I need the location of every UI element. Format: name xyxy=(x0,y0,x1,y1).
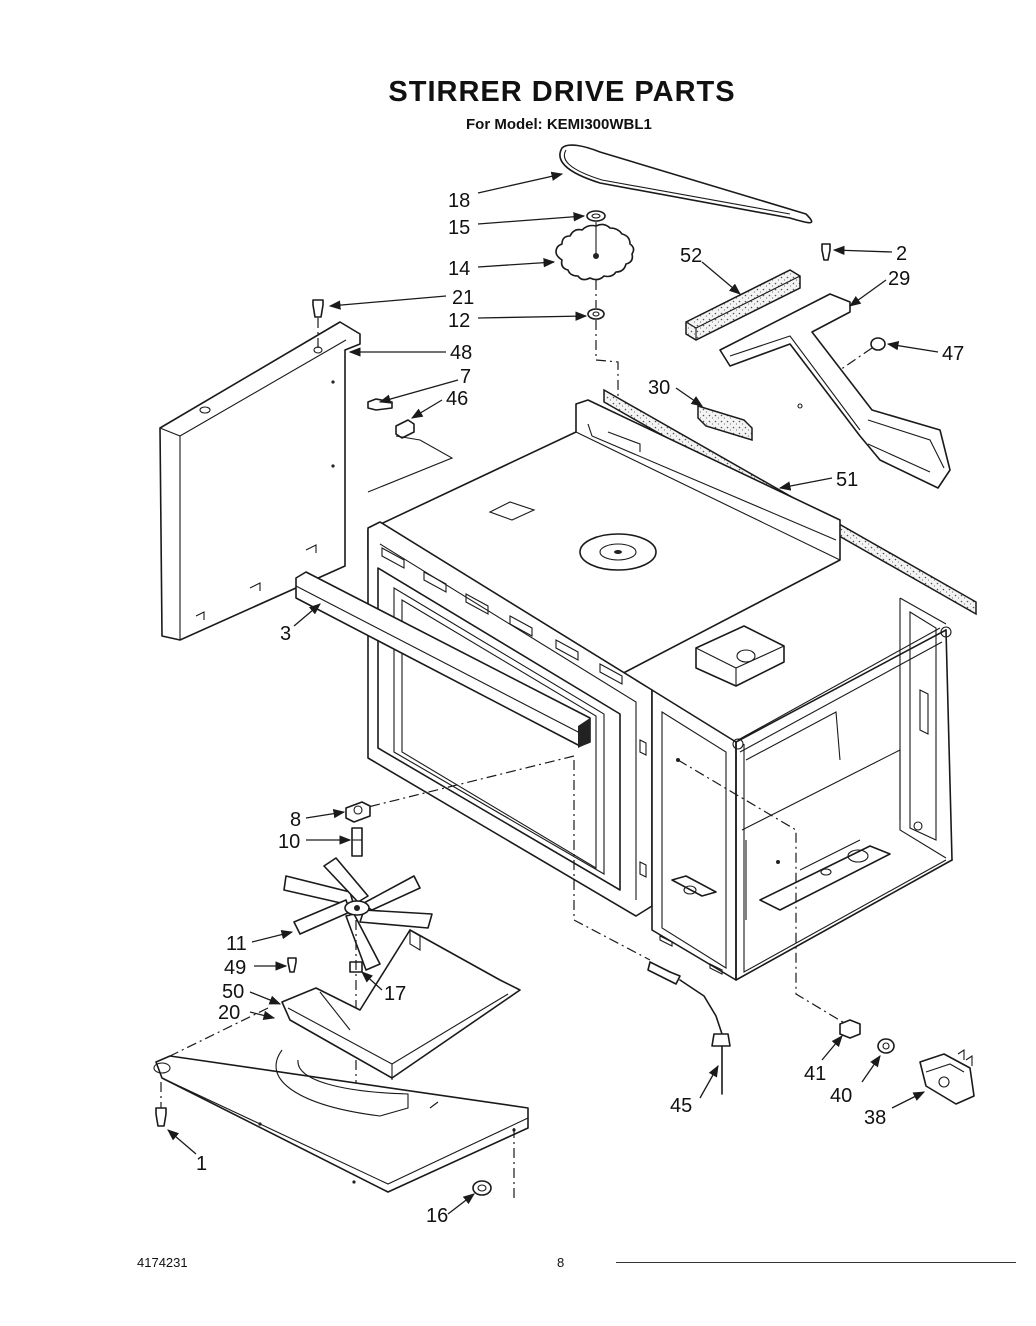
callout-12: 12 xyxy=(448,310,470,332)
callout-18: 18 xyxy=(448,190,470,212)
callout-41: 41 xyxy=(804,1063,826,1085)
stirrer-cover xyxy=(153,1007,529,1200)
callout-50: 50 xyxy=(222,981,244,1003)
top-right-parts xyxy=(685,243,951,489)
callout-40: 40 xyxy=(830,1085,852,1107)
callout-51: 51 xyxy=(836,469,858,491)
model-subtitle: For Model: KEMI300WBL1 xyxy=(466,116,652,133)
stirrer-shaft xyxy=(345,801,371,857)
side-shield-panel xyxy=(159,299,454,641)
callout-10: 10 xyxy=(278,831,300,853)
callout-16: 16 xyxy=(426,1205,448,1227)
callout-7: 7 xyxy=(460,366,471,388)
callout-46: 46 xyxy=(446,388,468,410)
callout-29: 29 xyxy=(888,268,910,290)
callout-20: 20 xyxy=(218,1002,240,1024)
callout-47: 47 xyxy=(942,343,964,365)
callout-48: 48 xyxy=(450,342,472,364)
callout-labels: 18 15 14 12 21 48 7 46 2 52 29 47 30 51 … xyxy=(196,190,964,1227)
callout-1: 1 xyxy=(196,1153,207,1175)
bottom-hardware xyxy=(155,1082,492,1196)
stirrer-pulley-assembly xyxy=(555,210,635,548)
stirrer-cover-hardware xyxy=(281,920,521,1086)
callout-14: 14 xyxy=(448,258,470,280)
callout-11: 11 xyxy=(226,933,247,955)
page-number: 8 xyxy=(557,1255,565,1270)
footer-rule xyxy=(616,1262,1016,1263)
document-number: 4174231 xyxy=(137,1255,188,1270)
callout-49: 49 xyxy=(224,957,246,979)
callout-leaders xyxy=(167,171,939,1215)
page-title: STIRRER DRIVE PARTS xyxy=(388,76,736,108)
thermal-cutout-parts xyxy=(839,1019,975,1105)
callout-45: 45 xyxy=(670,1095,692,1117)
callout-30: 30 xyxy=(648,377,670,399)
callout-21: 21 xyxy=(452,287,474,309)
callout-52: 52 xyxy=(680,245,702,267)
front-gasket xyxy=(295,571,591,811)
callout-38: 38 xyxy=(864,1107,886,1129)
belt-part xyxy=(559,144,813,224)
stirrer-blade xyxy=(283,857,433,971)
oven-cavity xyxy=(367,399,953,1025)
callout-2: 2 xyxy=(896,243,907,265)
callout-3: 3 xyxy=(280,623,291,645)
callout-15: 15 xyxy=(448,217,470,239)
callout-17: 17 xyxy=(384,983,406,1005)
callout-8: 8 xyxy=(290,809,301,831)
sensor-probe xyxy=(647,961,731,1095)
